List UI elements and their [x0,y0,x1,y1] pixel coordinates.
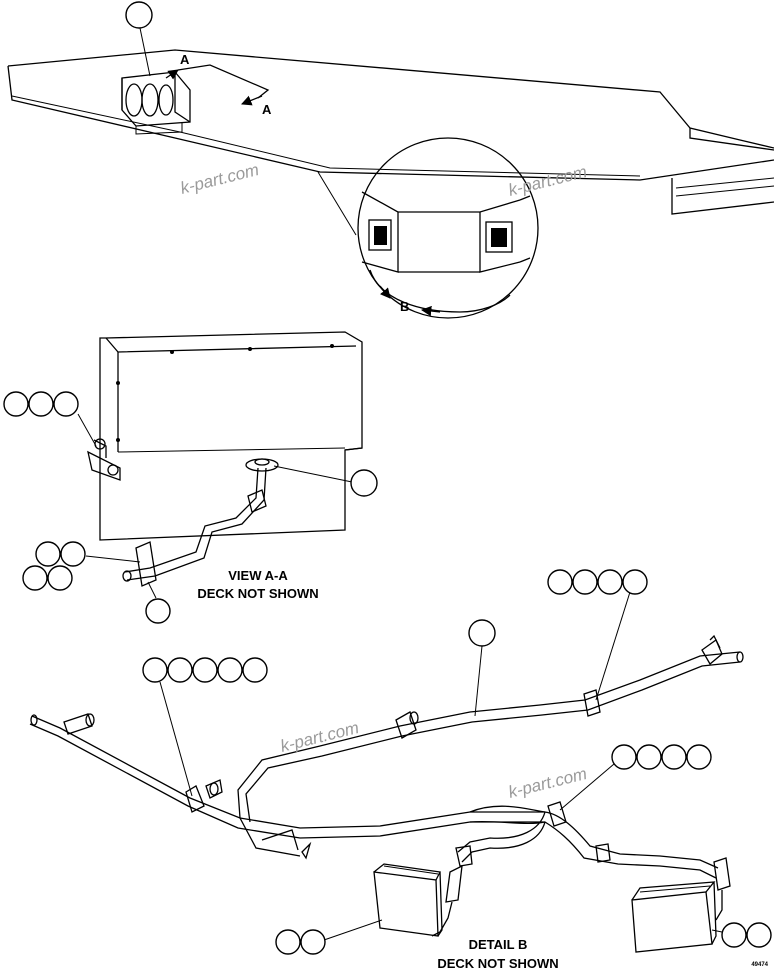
callout-balloon [686,744,712,770]
detail-b-title: DETAIL B [469,937,528,952]
detail-b-circle [357,137,539,319]
view-aa: VIEW A-A DECK NOT SHOWN [3,331,378,624]
callout-balloon [22,565,48,591]
callout-balloon [192,657,218,683]
callout-balloon [721,922,747,948]
callout-balloon [145,598,171,624]
module-left [373,863,443,937]
detail-b-harness: DETAIL B DECK NOT SHOWN 49474 [29,569,772,971]
callout-balloon [300,929,326,955]
callout-balloon [350,469,378,497]
section-a-label-bottom: A [262,102,272,117]
callout-balloon [597,569,623,595]
callout-balloon [125,1,153,29]
callout-balloon [572,569,598,595]
callout-balloon [242,657,268,683]
callout-balloon [468,619,496,647]
callout-balloon [275,929,301,955]
callout-balloon [636,744,662,770]
section-b-label: B [400,299,409,314]
callout-balloon [661,744,687,770]
drawing-number: 49474 [751,962,768,968]
deck-overview: A A B [7,1,774,319]
callout-balloon [60,541,86,567]
callout-balloon [547,569,573,595]
callout-balloon [53,391,79,417]
view-aa-title: VIEW A-A [228,568,288,583]
callout-balloon [47,565,73,591]
gauge-box [121,71,191,135]
callout-balloon [622,569,648,595]
callout-balloon [35,541,61,567]
callout-balloon [611,744,637,770]
module-right [631,881,717,953]
watermark: k-part.com [278,718,361,756]
callout-balloon [167,657,193,683]
callout-balloon [142,657,168,683]
callout-balloon [217,657,243,683]
callout-balloon [28,391,54,417]
watermark: k-part.com [178,160,261,198]
callout-balloon [3,391,29,417]
section-a-label-top: A [180,52,190,67]
view-aa-subtitle: DECK NOT SHOWN [197,586,318,601]
detail-b-subtitle: DECK NOT SHOWN [437,956,558,971]
callout-balloon [746,922,772,948]
watermark: k-part.com [506,162,589,200]
